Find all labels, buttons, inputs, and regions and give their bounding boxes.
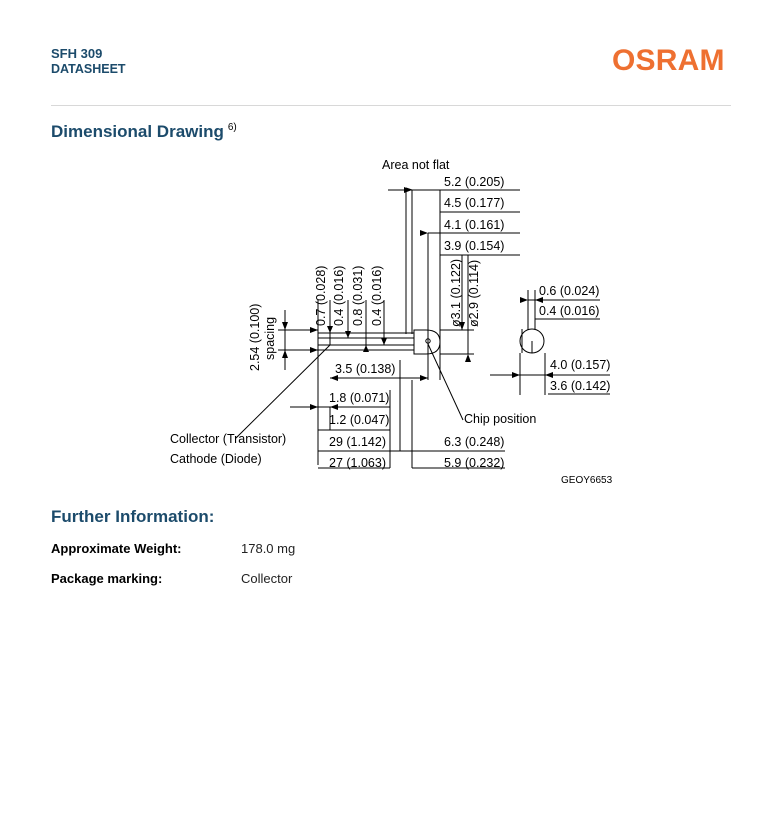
dim-phi-2-9: ø2.9 (0.114) — [467, 260, 481, 327]
dim-4-1: 4.1 (0.161) — [444, 218, 504, 232]
dim-3-5: 3.5 (0.138) — [335, 362, 395, 376]
dim-1-2: 1.2 (0.047) — [329, 413, 389, 427]
footnote-ref: 6) — [227, 122, 237, 133]
header-divider — [51, 105, 731, 106]
dimensional-drawing: Area not flat 5.2 (0.205) 4.5 (0.177) 4.… — [170, 158, 613, 486]
doc-type: DATASHEET — [51, 62, 126, 76]
label-cathode: Cathode (Diode) — [170, 452, 262, 466]
dim-1-8: 1.8 (0.071) — [329, 391, 389, 405]
dim-27: 27 (1.063) — [329, 456, 386, 470]
dim-3-9: 3.9 (0.154) — [444, 239, 504, 253]
info-label-weight: Approximate Weight: — [51, 541, 182, 556]
dim-0-4-right: 0.4 (0.016) — [539, 304, 599, 318]
dim-4-5: 4.5 (0.177) — [444, 196, 504, 210]
dim-0-4-a: 0.4 (0.016) — [332, 266, 346, 326]
dim-phi-3-1: ø3.1 (0.122) — [449, 259, 463, 327]
info-value-weight: 178.0 mg — [241, 541, 296, 556]
section-title-text: Dimensional Drawing — [51, 122, 224, 141]
drawing-code: GEOY6653 — [561, 475, 613, 486]
dim-0-8: 0.8 (0.031) — [351, 266, 365, 326]
dim-4-0: 4.0 (0.157) — [550, 358, 610, 372]
dim-29: 29 (1.142) — [329, 435, 386, 449]
dim-5-9: 5.9 (0.232) — [444, 456, 504, 470]
dim-2-54: 2.54 (0.100) — [248, 304, 262, 371]
dim-3-6: 3.6 (0.142) — [550, 379, 610, 393]
brand-logo: OSRAM — [612, 44, 725, 77]
label-collector: Collector (Transistor) — [170, 432, 286, 446]
info-label-package-marking: Package marking: — [51, 571, 163, 586]
label-chip-position: Chip position — [464, 412, 536, 426]
section-title-further-information: Further Information: — [51, 507, 215, 526]
label-area-not-flat: Area not flat — [382, 158, 450, 172]
dim-0-4-b: 0.4 (0.016) — [370, 266, 384, 326]
dim-0-7: 0.7 (0.028) — [314, 266, 328, 326]
product-name: SFH 309 — [51, 46, 103, 61]
info-value-package-marking: Collector — [241, 571, 293, 586]
dim-6-3: 6.3 (0.248) — [444, 435, 504, 449]
dim-5-2: 5.2 (0.205) — [444, 175, 504, 189]
dim-0-6: 0.6 (0.024) — [539, 284, 599, 298]
label-spacing: spacing — [263, 317, 277, 360]
